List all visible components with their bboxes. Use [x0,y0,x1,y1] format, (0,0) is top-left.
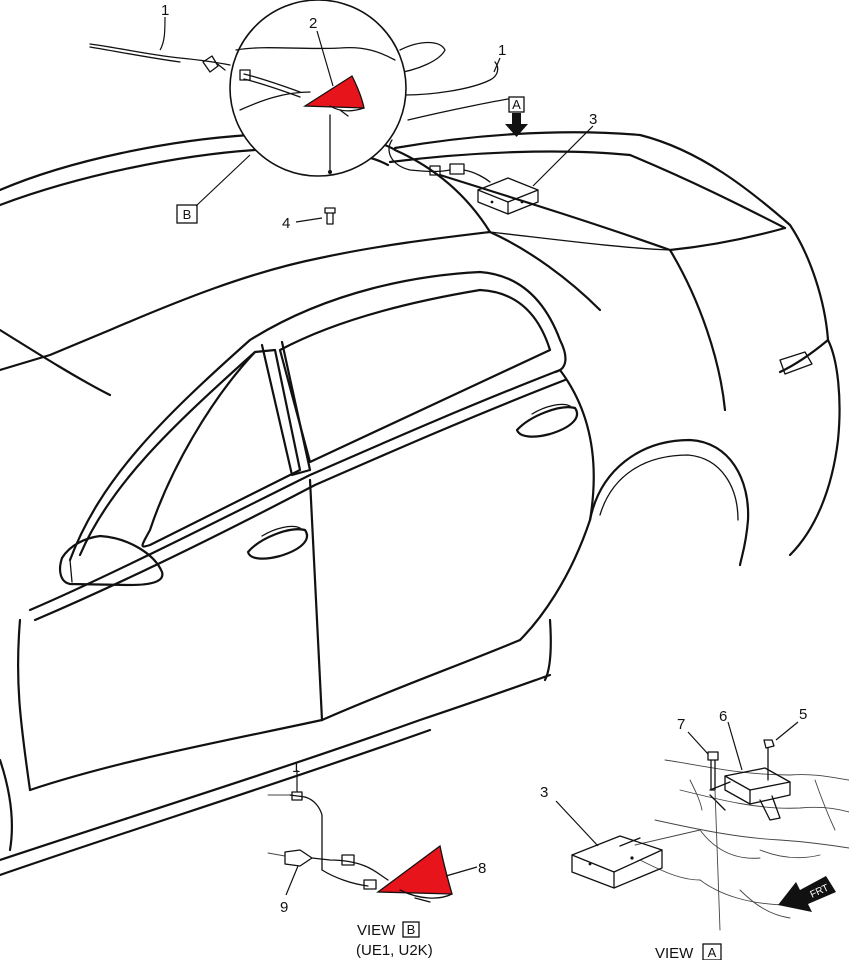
view-a-marker: A [505,96,528,137]
view-b-marker-letter: B [183,207,192,222]
view-b-marker: B [176,154,251,224]
callout-4: 4 [282,215,290,232]
car-body [0,131,841,877]
callout-6: 6 [719,708,727,725]
view-b-word: VIEW [357,922,396,939]
view-b-detail: 1 9 8 VIEW B (UE1, U2K) [267,759,486,959]
callout-3-main: 3 [589,111,597,128]
callout-1-view-b: 1 [292,759,300,776]
frt-arrow-icon: FRT [778,876,836,912]
callout-5: 5 [799,706,807,723]
callout-1-top-right: 1 [498,42,506,59]
antenna-shark-fin-main [302,75,365,117]
callout-9: 9 [280,899,288,916]
view-a-letter: A [708,945,717,960]
view-b-letter: B [407,922,416,937]
callout-8: 8 [478,860,486,877]
callout-2: 2 [309,15,317,32]
callouts-top: 1 2 1 3 4 [159,2,597,232]
callout-3-view-a: 3 [540,784,548,801]
antenna-cable-main [89,41,516,183]
view-a-marker-letter: A [512,97,521,112]
callout-1-top-left: 1 [161,2,169,19]
screw-main [324,207,336,225]
callout-7: 7 [677,716,685,733]
antenna-module-main [477,177,539,215]
detail-circle [229,0,407,177]
view-b-options: (UE1, U2K) [356,942,433,959]
view-a-word: VIEW [655,945,694,960]
view-a-detail: 6 7 5 3 FRT VIEW A [540,706,849,960]
